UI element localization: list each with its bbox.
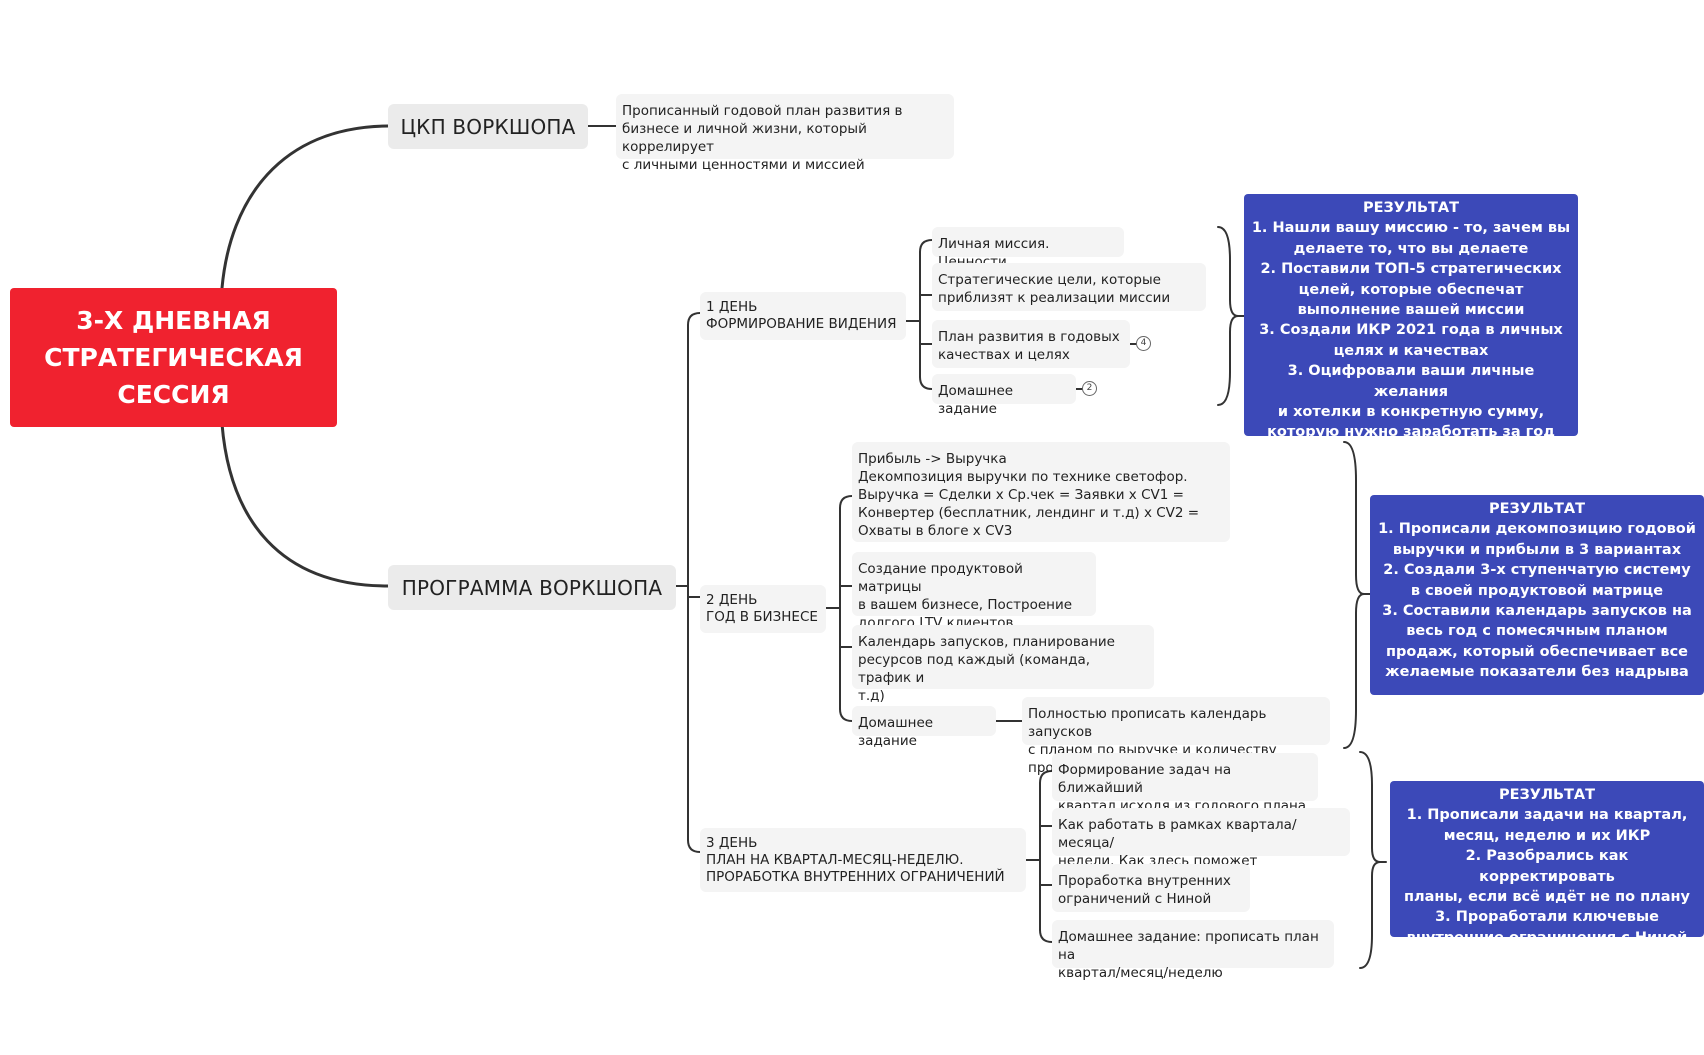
day3-result[interactable]: РЕЗУЛЬТАТ 1. Прописали задачи на квартал… xyxy=(1390,781,1704,946)
count-badge[interactable]: 2 xyxy=(1082,381,1097,396)
day2-topic[interactable]: 2 ДЕНЬ ГОД В БИЗНЕСЕ xyxy=(700,585,826,633)
day1-item-strategic-goals[interactable]: Стратегические цели, которые приблизят к… xyxy=(932,263,1206,311)
day2-result[interactable]: РЕЗУЛЬТАТ 1. Прописали декомпозицию годо… xyxy=(1370,495,1704,695)
day3-topic[interactable]: 3 ДЕНЬ ПЛАН НА КВАРТАЛ-МЕСЯЦ-НЕДЕЛЮ. ПРО… xyxy=(700,828,1026,892)
root-topic[interactable]: 3-Х ДНЕВНАЯ СТРАТЕГИЧЕСКАЯ СЕССИЯ xyxy=(10,288,337,427)
day1-item-development-plan[interactable]: План развития в годовых качествах и целя… xyxy=(932,320,1130,368)
day1-item-homework[interactable]: Домашнее задание xyxy=(932,374,1076,417)
day1-result[interactable]: РЕЗУЛЬТАТ 1. Нашли вашу миссию - то, зач… xyxy=(1244,194,1578,440)
day3-item-quarter-tasks[interactable]: Формирование задач на ближайший квартал … xyxy=(1052,753,1318,814)
day2-item-product-matrix[interactable]: Создание продуктовой матрицы в вашем биз… xyxy=(852,552,1096,631)
day3-item-inner-limits[interactable]: Проработка внутренних ограничений с Нино… xyxy=(1052,864,1250,912)
day2-item-launch-calendar[interactable]: Календарь запусков, планирование ресурсо… xyxy=(852,625,1154,704)
day1-topic[interactable]: 1 ДЕНЬ ФОРМИРОВАНИЕ ВИДЕНИЯ xyxy=(700,292,906,340)
day2-homework-detail[interactable]: Полностью прописать календарь запусков с… xyxy=(1022,697,1330,776)
day2-item-revenue-decomposition[interactable]: Прибыль -> Выручка Декомпозиция выручки … xyxy=(852,442,1230,542)
day2-item-homework[interactable]: Домашнее задание xyxy=(852,706,996,749)
ckp-topic[interactable]: ЦКП ВОРКШОПА xyxy=(388,104,588,149)
ckp-note[interactable]: Прописанный годовой план развития в бизн… xyxy=(616,94,954,173)
count-badge[interactable]: 4 xyxy=(1136,336,1151,351)
day3-item-mastermind[interactable]: Как работать в рамках квартала/месяца/ н… xyxy=(1052,808,1350,887)
day3-item-homework[interactable]: Домашнее задание: прописать план на квар… xyxy=(1052,920,1334,981)
day1-item-mission[interactable]: Личная миссия. Ценности xyxy=(932,227,1124,270)
program-topic[interactable]: ПРОГРАММА ВОРКШОПА xyxy=(388,565,676,610)
